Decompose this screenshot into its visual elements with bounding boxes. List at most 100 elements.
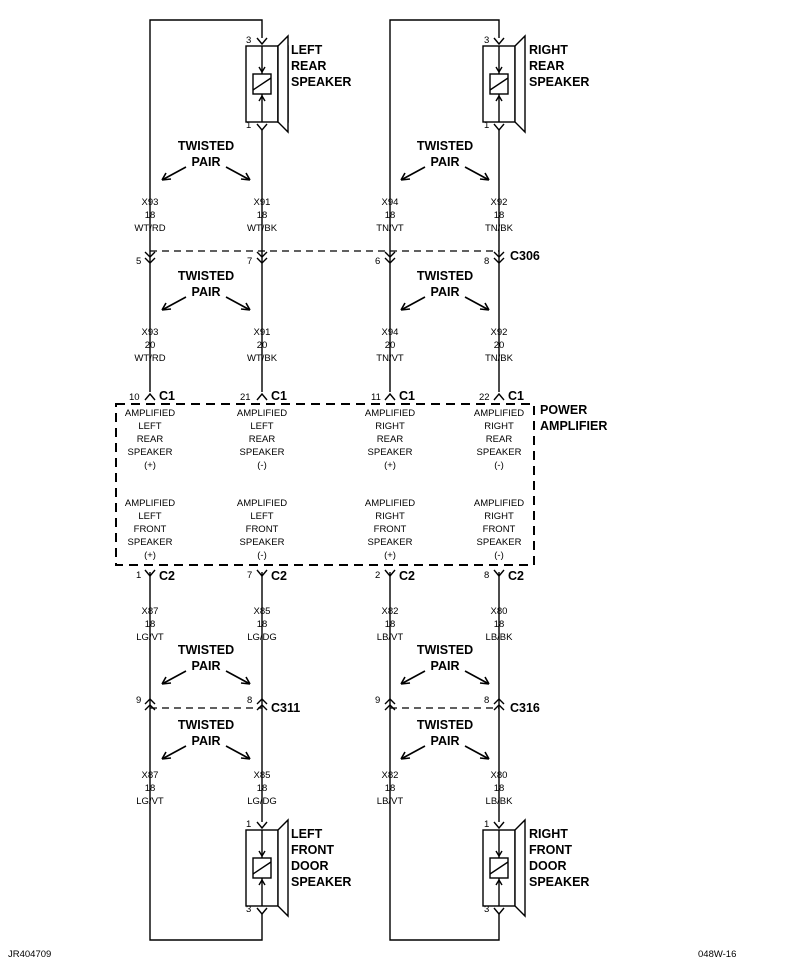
svg-text:C311: C311 xyxy=(271,701,300,715)
svg-text:REAR: REAR xyxy=(291,59,326,73)
svg-text:LB/BK: LB/BK xyxy=(486,796,514,807)
svg-text:FRONT: FRONT xyxy=(374,524,407,535)
svg-text:PAIR: PAIR xyxy=(192,155,221,169)
svg-text:PAIR: PAIR xyxy=(431,285,460,299)
svg-text:PAIR: PAIR xyxy=(192,659,221,673)
svg-text:LEFT: LEFT xyxy=(291,43,323,57)
diagram-code-left: JR404709 xyxy=(8,949,51,960)
speaker-right-rear xyxy=(482,34,526,134)
svg-text:X92: X92 xyxy=(491,197,508,208)
svg-text:20: 20 xyxy=(145,340,156,351)
svg-text:X94: X94 xyxy=(382,197,399,208)
svg-text:AMPLIFIED: AMPLIFIED xyxy=(125,498,175,509)
svg-text:X82: X82 xyxy=(382,606,399,617)
svg-text:SPEAKER: SPEAKER xyxy=(128,447,173,458)
svg-text:(-): (-) xyxy=(494,550,504,561)
svg-text:X94: X94 xyxy=(382,327,399,338)
wires xyxy=(149,19,500,941)
svg-text:SPEAKER: SPEAKER xyxy=(291,875,351,889)
svg-text:AMPLIFIED: AMPLIFIED xyxy=(237,408,287,419)
amp-front-outputs: AMPLIFIED LEFT FRONT SPEAKER (+) AMPLIFI… xyxy=(125,498,524,561)
svg-text:C1: C1 xyxy=(399,389,415,403)
svg-text:(-): (-) xyxy=(494,460,504,471)
speaker-left-front xyxy=(245,818,289,918)
svg-text:(-): (-) xyxy=(257,460,267,471)
svg-text:FRONT: FRONT xyxy=(134,524,167,535)
svg-text:C1: C1 xyxy=(159,389,175,403)
svg-text:LEFT: LEFT xyxy=(291,827,323,841)
svg-text:C1: C1 xyxy=(508,389,524,403)
svg-text:AMPLIFIED: AMPLIFIED xyxy=(237,498,287,509)
pin-right-front-bottom: 3 xyxy=(484,904,489,915)
pin-left-front-bottom: 3 xyxy=(246,904,251,915)
svg-text:WT/RD: WT/RD xyxy=(134,223,165,234)
svg-text:X93: X93 xyxy=(142,327,159,338)
svg-text:FRONT: FRONT xyxy=(291,843,334,857)
svg-text:(+): (+) xyxy=(384,460,396,471)
svg-text:LB/VT: LB/VT xyxy=(377,632,404,643)
wire-left-front-outer xyxy=(149,572,263,941)
svg-text:20: 20 xyxy=(257,340,268,351)
svg-text:SPEAKER: SPEAKER xyxy=(529,875,589,889)
svg-text:LB/VT: LB/VT xyxy=(377,796,404,807)
wire-labels-front-upper: X87 18 LG/VT X85 18 LG/DG X82 18 LB/VT X… xyxy=(136,606,513,643)
svg-text:C2: C2 xyxy=(159,569,175,583)
twisted-pair-front-lower-left: TWISTED PAIR xyxy=(161,718,251,760)
svg-text:WT/BK: WT/BK xyxy=(247,353,278,364)
svg-text:X91: X91 xyxy=(254,197,271,208)
svg-text:TN/BK: TN/BK xyxy=(485,223,514,234)
pin-right-rear-bottom: 1 xyxy=(484,120,489,131)
label-right-rear-speaker: RIGHT REAR SPEAKER xyxy=(529,43,589,89)
wire-labels-rear-lower: X93 20 WT/RD X91 20 WT/BK X94 20 TN/VT X… xyxy=(134,327,513,364)
svg-text:REAR: REAR xyxy=(137,434,164,445)
svg-text:18: 18 xyxy=(494,619,505,630)
svg-text:PAIR: PAIR xyxy=(431,659,460,673)
svg-text:RIGHT: RIGHT xyxy=(484,421,514,432)
svg-text:TWISTED: TWISTED xyxy=(178,139,234,153)
svg-text:X91: X91 xyxy=(254,327,271,338)
svg-text:X87: X87 xyxy=(142,770,159,781)
svg-text:DOOR: DOOR xyxy=(529,859,567,873)
svg-text:8: 8 xyxy=(484,570,489,581)
svg-text:REAR: REAR xyxy=(529,59,564,73)
speaker-left-rear xyxy=(245,34,289,134)
svg-text:18: 18 xyxy=(257,210,268,221)
svg-text:TWISTED: TWISTED xyxy=(178,643,234,657)
svg-text:18: 18 xyxy=(257,783,268,794)
connector-c316: 9 8 C316 xyxy=(375,695,540,715)
svg-text:WT/BK: WT/BK xyxy=(247,223,278,234)
svg-text:AMPLIFIER: AMPLIFIER xyxy=(540,419,607,433)
svg-text:LG/DG: LG/DG xyxy=(247,632,277,643)
svg-text:18: 18 xyxy=(145,619,156,630)
svg-text:X85: X85 xyxy=(254,770,271,781)
svg-text:AMPLIFIED: AMPLIFIED xyxy=(365,498,415,509)
svg-text:LG/VT: LG/VT xyxy=(136,632,164,643)
svg-text:5: 5 xyxy=(136,256,141,267)
svg-text:18: 18 xyxy=(385,783,396,794)
wire-right-rear-outer xyxy=(389,19,500,392)
svg-text:10: 10 xyxy=(129,392,140,403)
svg-text:LEFT: LEFT xyxy=(250,511,273,522)
wire-left-rear-outer xyxy=(149,19,263,392)
svg-text:TWISTED: TWISTED xyxy=(417,718,473,732)
svg-text:FRONT: FRONT xyxy=(483,524,516,535)
svg-text:X93: X93 xyxy=(142,197,159,208)
svg-text:C2: C2 xyxy=(508,569,524,583)
svg-text:C316: C316 xyxy=(510,701,540,715)
svg-text:18: 18 xyxy=(494,783,505,794)
svg-text:WT/RD: WT/RD xyxy=(134,353,165,364)
svg-text:C306: C306 xyxy=(510,249,540,263)
svg-text:LEFT: LEFT xyxy=(138,511,161,522)
svg-text:PAIR: PAIR xyxy=(431,155,460,169)
pin-right-front-top: 1 xyxy=(484,819,489,830)
svg-text:22: 22 xyxy=(479,392,490,403)
svg-text:6: 6 xyxy=(375,256,380,267)
svg-text:TWISTED: TWISTED xyxy=(178,269,234,283)
svg-text:RIGHT: RIGHT xyxy=(375,511,405,522)
svg-text:RIGHT: RIGHT xyxy=(529,827,568,841)
svg-text:20: 20 xyxy=(385,340,396,351)
svg-text:8: 8 xyxy=(484,256,489,267)
svg-text:11: 11 xyxy=(371,392,381,403)
svg-text:SPEAKER: SPEAKER xyxy=(240,537,285,548)
